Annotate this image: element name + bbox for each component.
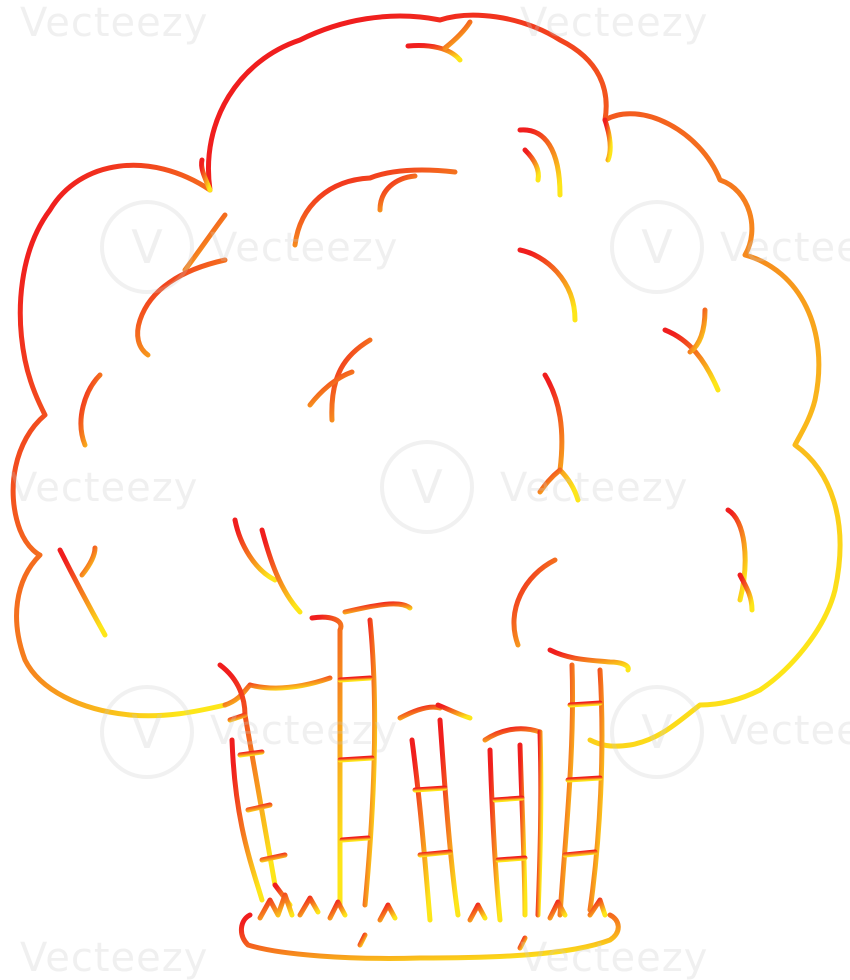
trunk-4 (482, 726, 543, 743)
canopy-outline-left (10, 162, 228, 719)
grass-base (239, 912, 621, 961)
trunk-3 (397, 704, 443, 721)
trunk-5 (547, 647, 631, 673)
canopy-outline (206, 12, 843, 749)
trunk-2 (309, 614, 344, 908)
